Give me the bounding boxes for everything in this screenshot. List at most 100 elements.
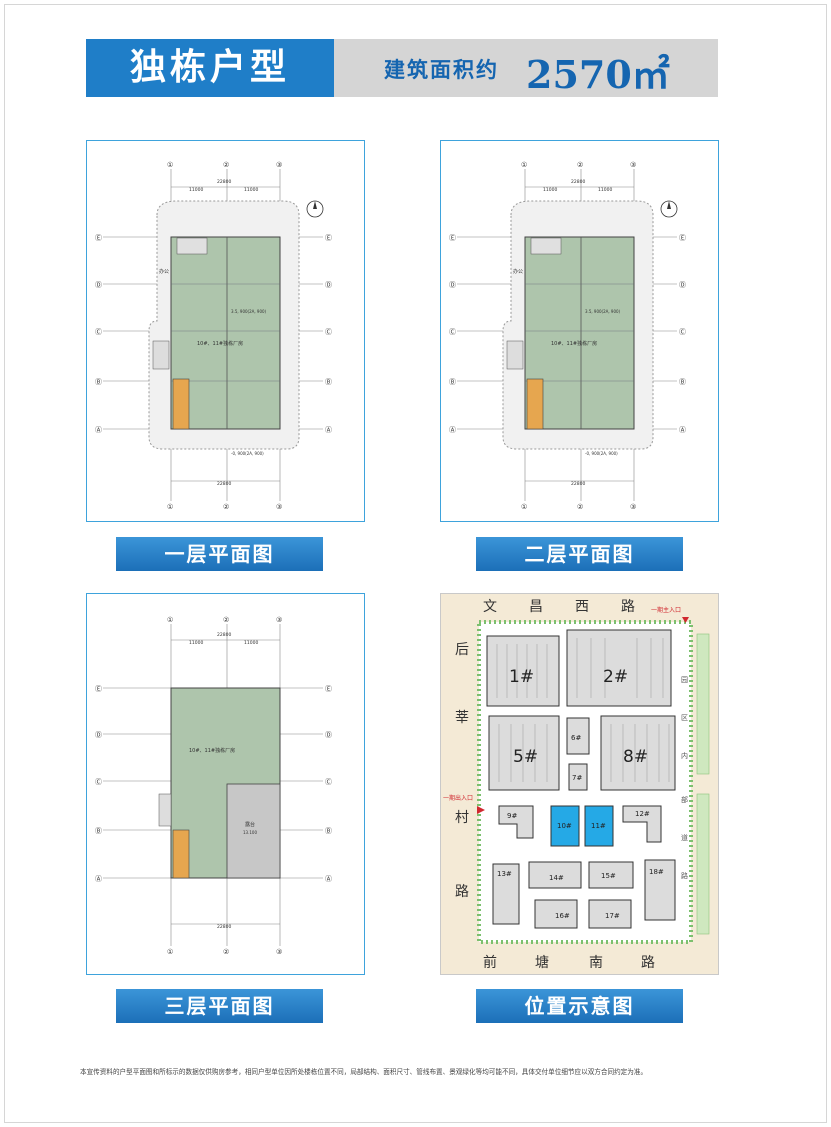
dim-half-right: 11000 xyxy=(598,187,612,193)
building-14 xyxy=(528,861,582,889)
grid-col-1-bottom: ① xyxy=(167,948,173,956)
grid-row-a: Ⓐ xyxy=(95,875,102,883)
road-bottom-char-2: 塘 xyxy=(535,955,549,971)
elevation-label-bottom: -0, 900(2A, 900) xyxy=(231,451,264,456)
label-building-14: 14# xyxy=(549,874,564,882)
road-bottom-char-4: 路 xyxy=(641,955,655,971)
grid-row-a-right: Ⓐ xyxy=(325,426,332,434)
building-10-highlight xyxy=(550,805,580,847)
grid-row-c: Ⓒ xyxy=(95,328,102,336)
building-8 xyxy=(600,715,676,791)
dim-half-left: 11000 xyxy=(189,187,203,193)
road-right-char-3: 内 xyxy=(681,751,688,760)
road-bottom-char-3: 南 xyxy=(589,955,603,971)
dim-half-left: 11000 xyxy=(543,187,557,193)
floor-plan-2-drawing: 办公 10#、11#独栋厂房 3.5, 900(2A, 900) -0, 900… xyxy=(449,161,686,511)
terrace-label: 露台 xyxy=(245,821,255,828)
grid-col-2: ② xyxy=(223,616,229,624)
office-label: 办公 xyxy=(159,268,169,275)
road-right-char-2: 区 xyxy=(681,714,688,722)
grid-row-d-right: Ⓓ xyxy=(679,281,686,289)
grid-col-3-bottom: ③ xyxy=(630,503,636,511)
grid-col-1: ① xyxy=(521,161,527,169)
dim-half-right: 11000 xyxy=(244,640,258,646)
road-left-char-1: 后 xyxy=(455,642,469,658)
grid-row-a-right: Ⓐ xyxy=(679,426,686,434)
floor-plan-1-caption: 一层平面图 xyxy=(116,537,323,571)
dim-total-bottom: 22800 xyxy=(217,481,231,487)
area-label: 建筑面积约 xyxy=(384,58,499,82)
road-left-char-4: 路 xyxy=(455,884,469,900)
building-13 xyxy=(492,863,520,925)
grid-col-2: ② xyxy=(223,161,229,169)
grid-row-a-right: Ⓐ xyxy=(325,875,332,883)
site-map-panel: 文 昌 西 路 前 塘 南 路 后 莘 村 路 园 区 内 部 道 路 一期主入… xyxy=(440,593,719,975)
label-building-2: 2# xyxy=(603,667,628,687)
floor-plan-3-panel: 10#、11#独栋厂房 露台 13.100 22800 11000 11000 … xyxy=(86,593,365,975)
header-title-block xyxy=(86,39,334,97)
road-right-char-1: 园 xyxy=(681,676,688,684)
grid-row-e: Ⓔ xyxy=(95,234,102,242)
grid-col-1-bottom: ① xyxy=(167,503,173,511)
grid-row-b: Ⓑ xyxy=(95,827,102,835)
grid-row-b-right: Ⓑ xyxy=(679,378,686,386)
grid-col-2: ② xyxy=(577,161,583,169)
grid-row-c: Ⓒ xyxy=(449,328,456,336)
elevation-label-bottom: -0, 900(2A, 900) xyxy=(585,451,618,456)
label-building-16: 16# xyxy=(555,912,570,920)
building-11-highlight xyxy=(584,805,614,847)
site-map-caption: 位置示意图 xyxy=(476,989,683,1023)
grid-row-b-right: Ⓑ xyxy=(325,827,332,835)
building-16 xyxy=(534,899,578,929)
dim-half-right: 11000 xyxy=(244,187,258,193)
entrance-left-label: 一期出入口 xyxy=(443,794,473,802)
entrance-top-arrow xyxy=(682,617,689,623)
label-building-12: 12# xyxy=(635,810,650,818)
grid-row-d: Ⓓ xyxy=(449,281,456,289)
label-building-8: 8# xyxy=(623,747,648,767)
building-15 xyxy=(588,861,634,889)
building-2 xyxy=(566,629,672,707)
label-building-15: 15# xyxy=(601,872,616,880)
grid-row-d-right: Ⓓ xyxy=(325,281,332,289)
road-top-char-4: 路 xyxy=(621,599,635,615)
floor-plan-2-caption: 二层平面图 xyxy=(476,537,683,571)
room-label: 10#、11#独栋厂房 xyxy=(189,747,235,754)
floor-plan-1-panel: 办公 10#、11#独栋厂房 3.5, 900(2A, 900) -0, 900… xyxy=(86,140,365,522)
grid-col-2-bottom: ② xyxy=(223,503,229,511)
label-building-6: 6# xyxy=(571,734,581,742)
office-label: 办公 xyxy=(513,268,523,275)
building-5 xyxy=(488,715,560,791)
road-right-char-5: 道 xyxy=(681,833,688,842)
grid-row-d: Ⓓ xyxy=(95,281,102,289)
grid-row-a: Ⓐ xyxy=(95,426,102,434)
building-9 xyxy=(498,805,534,839)
grid-row-e-right: Ⓔ xyxy=(679,234,686,242)
grid-col-1: ① xyxy=(167,161,173,169)
grid-row-e: Ⓔ xyxy=(449,234,456,242)
building-6 xyxy=(566,717,590,755)
grid-col-3-bottom: ③ xyxy=(276,503,282,511)
elevation-label-top: 3.5, 900(2A, 900) xyxy=(585,309,621,314)
grid-row-a: Ⓐ xyxy=(449,426,456,434)
page-title: 独栋户型 xyxy=(129,47,290,88)
label-building-5: 5# xyxy=(513,747,538,767)
road-bottom-char-1: 前 xyxy=(483,954,497,971)
road-right-char-4: 部 xyxy=(681,795,688,804)
grid-row-b: Ⓑ xyxy=(449,378,456,386)
grid-row-c: Ⓒ xyxy=(95,778,102,786)
label-building-9: 9# xyxy=(507,812,517,820)
room-label: 10#、11#独栋厂房 xyxy=(551,340,597,347)
grid-col-3: ③ xyxy=(276,161,282,169)
page-border xyxy=(4,4,827,1123)
road-left-char-2: 莘 xyxy=(455,709,469,726)
grid-col-1: ① xyxy=(167,616,173,624)
label-building-11: 11# xyxy=(591,822,606,830)
label-building-7: 7# xyxy=(572,774,582,782)
label-building-17: 17# xyxy=(605,912,620,920)
terrace-elevation: 13.100 xyxy=(243,830,257,835)
dim-total-top: 22800 xyxy=(217,179,231,185)
grid-row-e-right: Ⓔ xyxy=(325,234,332,242)
building-18 xyxy=(644,859,676,921)
grid-row-e: Ⓔ xyxy=(95,685,102,693)
